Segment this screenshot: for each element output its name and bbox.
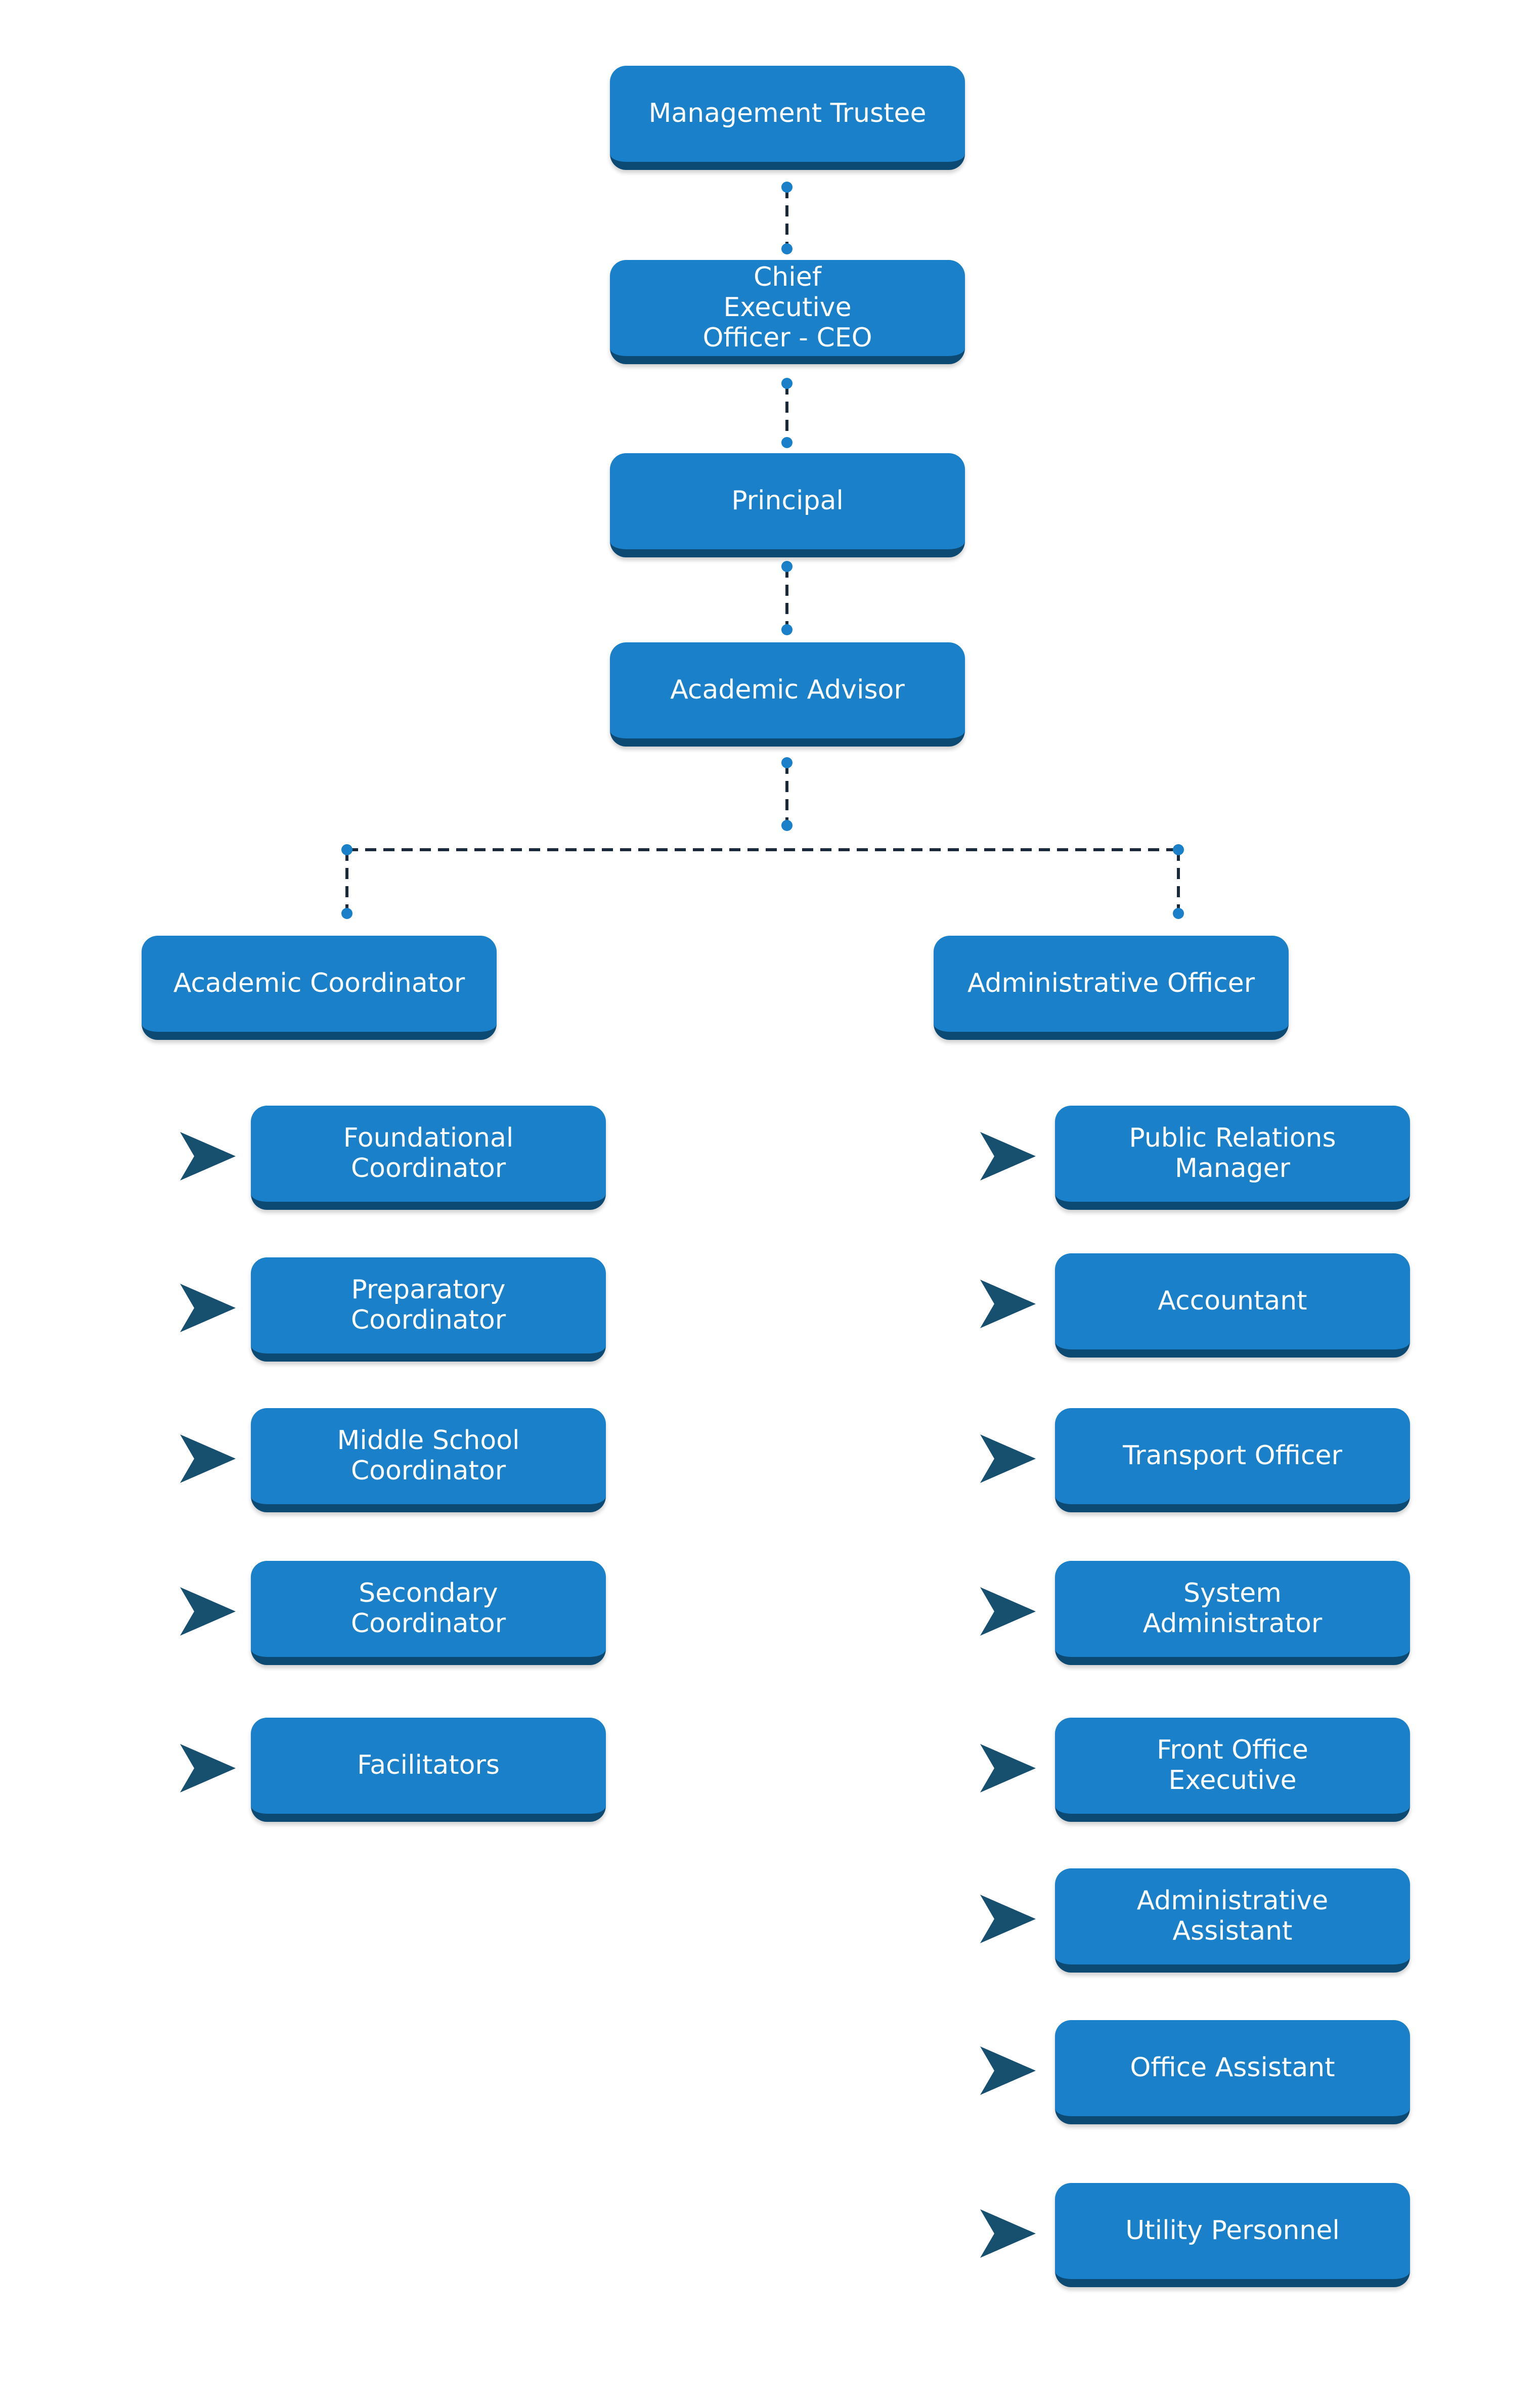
chevron-right-icon bbox=[180, 1587, 236, 1636]
chevron-right-icon bbox=[980, 1280, 1036, 1328]
connector-dot bbox=[781, 561, 793, 572]
admin-item-box: Office Assistant bbox=[1055, 2020, 1410, 2124]
academic-item-label: Secondary Coordinator bbox=[350, 1578, 506, 1639]
chevron-right-icon bbox=[180, 1744, 236, 1793]
chevron-right-icon bbox=[180, 1132, 236, 1181]
management-trustee-label: Management Trustee bbox=[648, 98, 927, 129]
connector-dot bbox=[341, 844, 353, 855]
academic-item-box: Middle School Coordinator bbox=[251, 1408, 606, 1512]
academic-item-label: Middle School Coordinator bbox=[337, 1425, 520, 1486]
principal-label: Principal bbox=[731, 486, 844, 516]
academic-coordinator-box: Academic Coordinator bbox=[142, 936, 497, 1040]
admin-item-label: Administrative Assistant bbox=[1136, 1886, 1329, 1946]
connector-dot bbox=[1173, 844, 1184, 855]
chevron-right-icon bbox=[980, 1895, 1036, 1943]
admin-item-box: Public Relations Manager bbox=[1055, 1106, 1410, 1210]
admin-item-label: Front Office Executive bbox=[1157, 1735, 1308, 1796]
administrative-officer-box: Administrative Officer bbox=[934, 936, 1289, 1040]
academic-item-box: Secondary Coordinator bbox=[251, 1561, 606, 1665]
admin-item-box: Transport Officer bbox=[1055, 1408, 1410, 1512]
connector-dot bbox=[781, 182, 793, 193]
admin-item-label: Transport Officer bbox=[1123, 1440, 1342, 1471]
chevron-right-icon bbox=[980, 1744, 1036, 1793]
ceo-box: Chief Executive Officer - CEO bbox=[610, 260, 965, 364]
chevron-right-icon bbox=[180, 1284, 236, 1332]
chevron-right-icon bbox=[980, 1132, 1036, 1181]
admin-item-box: Administrative Assistant bbox=[1055, 1868, 1410, 1973]
admin-item-label: Public Relations Manager bbox=[1129, 1123, 1336, 1184]
connector-dot bbox=[341, 908, 353, 919]
ceo-label: Chief Executive Officer - CEO bbox=[702, 262, 872, 353]
administrative-officer-label: Administrative Officer bbox=[967, 968, 1255, 999]
admin-item-label: Office Assistant bbox=[1130, 2052, 1335, 2083]
connector-dot bbox=[781, 437, 793, 448]
admin-item-box: System Administrator bbox=[1055, 1561, 1410, 1665]
admin-item-label: Accountant bbox=[1158, 1286, 1307, 1317]
academic-advisor-label: Academic Advisor bbox=[670, 675, 905, 706]
chevron-right-icon bbox=[980, 2046, 1036, 2095]
academic-item-label: Foundational Coordinator bbox=[343, 1123, 514, 1184]
connector-dot bbox=[781, 378, 793, 389]
chevron-right-icon bbox=[180, 1434, 236, 1483]
connector-dot bbox=[781, 624, 793, 635]
admin-item-box: Front Office Executive bbox=[1055, 1718, 1410, 1822]
principal-box: Principal bbox=[610, 453, 965, 557]
management-trustee-box: Management Trustee bbox=[610, 66, 965, 170]
academic-item-box: Preparatory Coordinator bbox=[251, 1257, 606, 1362]
academic-item-label: Preparatory Coordinator bbox=[350, 1275, 506, 1335]
admin-item-label: System Administrator bbox=[1142, 1578, 1323, 1639]
academic-coordinator-label: Academic Coordinator bbox=[173, 968, 465, 999]
admin-item-box: Accountant bbox=[1055, 1253, 1410, 1358]
connector-dot bbox=[1173, 908, 1184, 919]
chevron-right-icon bbox=[980, 2209, 1036, 2258]
academic-item-box: Foundational Coordinator bbox=[251, 1106, 606, 1210]
connector-dot bbox=[781, 243, 793, 254]
chevron-right-icon bbox=[980, 1587, 1036, 1636]
chevron-right-icon bbox=[980, 1434, 1036, 1483]
academic-item-label: Facilitators bbox=[357, 1750, 500, 1781]
connector-dot bbox=[781, 757, 793, 768]
admin-item-box: Utility Personnel bbox=[1055, 2183, 1410, 2287]
academic-item-box: Facilitators bbox=[251, 1718, 606, 1822]
academic-advisor-box: Academic Advisor bbox=[610, 642, 965, 747]
connector-dot bbox=[781, 820, 793, 831]
admin-item-label: Utility Personnel bbox=[1125, 2215, 1340, 2246]
